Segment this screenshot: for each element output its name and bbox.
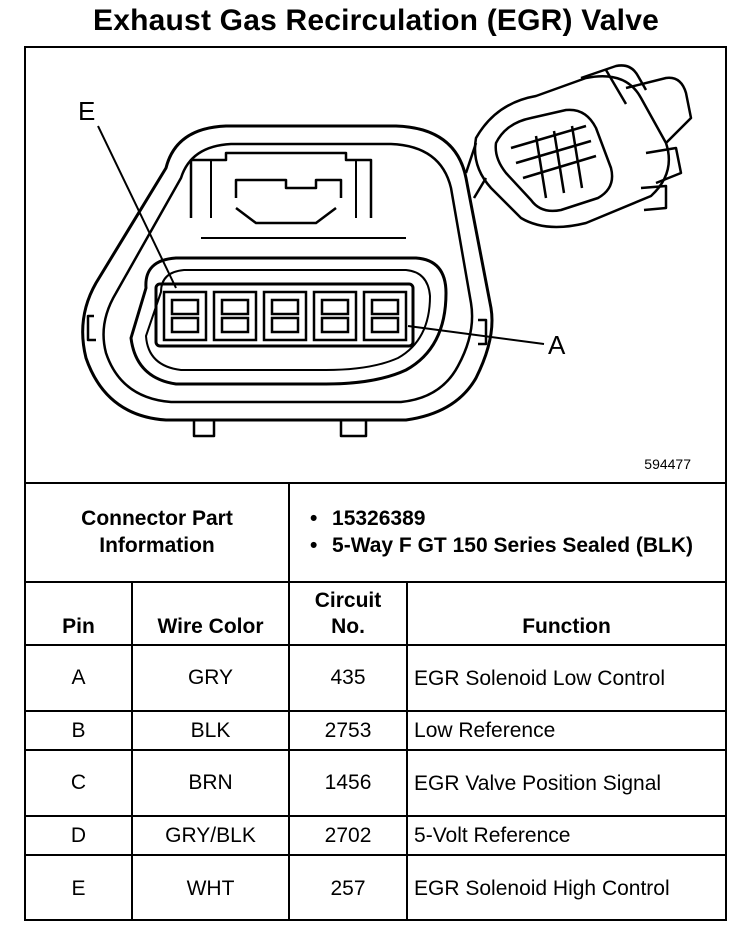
pinout-table: Connector Part Information 15326389 5-Wa… (26, 482, 726, 921)
cell-circuit: 435 (288, 644, 409, 712)
cell-pin: E (26, 854, 133, 921)
cell-function: EGR Valve Position Signal (406, 749, 726, 817)
cell-function: EGR Solenoid High Control (406, 854, 726, 921)
cell-function: EGR Solenoid Low Control (406, 644, 726, 712)
table-row: D GRY/BLK 2702 5-Volt Reference (26, 815, 726, 856)
header-wire-color: Wire Color (130, 581, 291, 646)
cell-pin: D (26, 815, 133, 856)
table-header-row: Pin Wire Color Circuit No. Function (26, 581, 726, 646)
cell-wire-color: GRY (130, 644, 291, 712)
connector-sheet: E A 594477 Connector Part Information 15… (24, 46, 727, 921)
connector-3d-view (464, 64, 693, 229)
cell-circuit: 2753 (288, 710, 409, 751)
table-row: E WHT 257 EGR Solenoid High Control (26, 854, 726, 921)
connector-info-row: Connector Part Information 15326389 5-Wa… (26, 482, 726, 583)
table-row: A GRY 435 EGR Solenoid Low Control (26, 644, 726, 712)
pin-cavity-b (312, 290, 358, 342)
pin-a-callout: A (548, 330, 566, 360)
pin-e-callout: E (78, 96, 96, 126)
seal-ring (129, 256, 448, 386)
pin-cavity-a (362, 290, 408, 342)
cell-wire-color: BLK (130, 710, 291, 751)
connector-info-list: 15326389 5-Way F GT 150 Series Sealed (B… (296, 505, 719, 559)
leader-line-e (97, 125, 177, 289)
cell-circuit: 257 (288, 854, 409, 921)
cell-circuit: 1456 (288, 749, 409, 817)
locking-tab (189, 151, 373, 218)
connector-face-drawing (81, 64, 693, 438)
table-row: B BLK 2753 Low Reference (26, 710, 726, 751)
pin-cavities (162, 290, 408, 342)
connector-info-label: Connector Part Information (26, 482, 291, 583)
figure-number: 594477 (644, 456, 691, 472)
terminal-strip (154, 282, 415, 348)
table-row: C BRN 1456 EGR Valve Position Signal (26, 749, 726, 817)
connector-info-cell: 15326389 5-Way F GT 150 Series Sealed (B… (288, 482, 726, 583)
pin-cavity-e (162, 290, 208, 342)
cell-pin: B (26, 710, 133, 751)
cell-function: Low Reference (406, 710, 726, 751)
cell-wire-color: WHT (130, 854, 291, 921)
cell-pin: A (26, 644, 133, 712)
cell-wire-color: BRN (130, 749, 291, 817)
cell-circuit: 2702 (288, 815, 409, 856)
pin-cavity-d (212, 290, 258, 342)
connector-info-item: 5-Way F GT 150 Series Sealed (BLK) (296, 532, 719, 559)
header-function: Function (406, 581, 726, 646)
connector-diagram: E A 594477 (26, 48, 725, 484)
housing-inner (102, 142, 474, 404)
cell-function: 5-Volt Reference (406, 815, 726, 856)
connector-info-item: 15326389 (296, 505, 719, 532)
page-title: Exhaust Gas Recirculation (EGR) Valve (93, 4, 659, 37)
housing-outer (81, 124, 494, 422)
leader-line-a (407, 325, 545, 345)
cell-wire-color: GRY/BLK (130, 815, 291, 856)
cell-pin: C (26, 749, 133, 817)
header-pin: Pin (26, 581, 133, 646)
pin-cavity-c (262, 290, 308, 342)
header-circuit-no: Circuit No. (288, 581, 409, 646)
